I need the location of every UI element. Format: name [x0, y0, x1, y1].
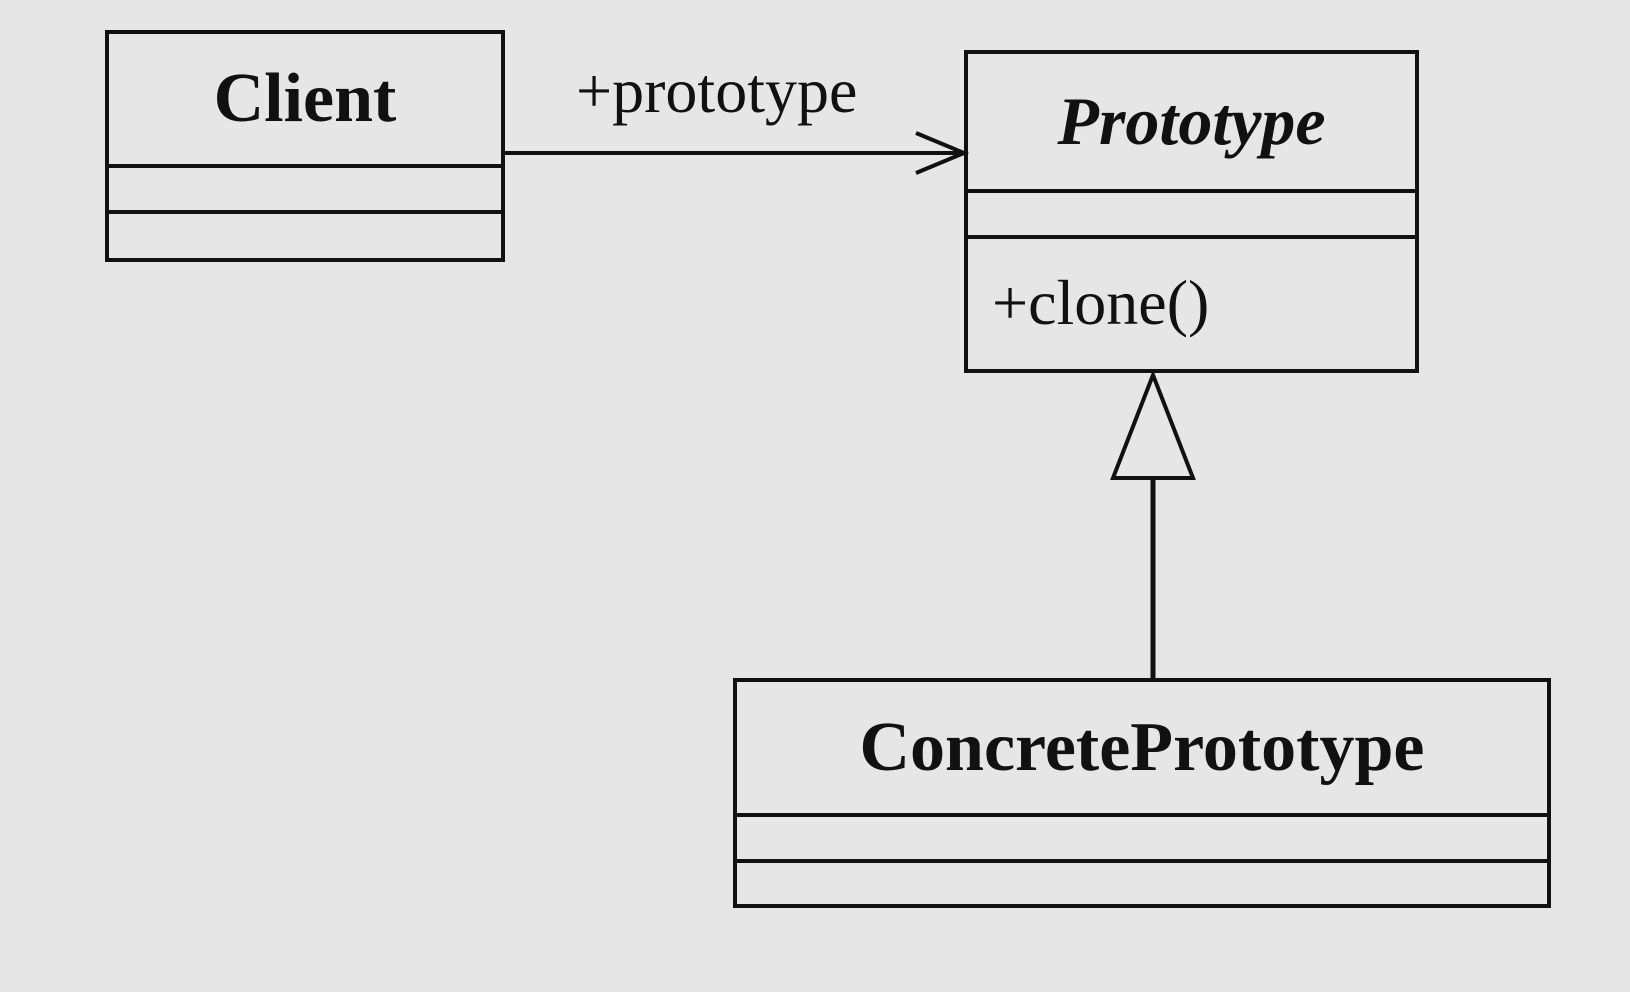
class-concrete-prototype: ConcretePrototype [733, 678, 1551, 908]
generalization-triangle [1110, 369, 1196, 480]
class-concrete-prototype-operations [737, 863, 1547, 904]
class-prototype: Prototype +clone() [964, 50, 1419, 373]
class-client-name-compartment: Client [109, 34, 501, 168]
association-label: +prototype [576, 55, 858, 126]
class-concrete-prototype-name: ConcretePrototype [859, 708, 1425, 786]
class-client-attributes [109, 168, 501, 214]
class-prototype-name-compartment: Prototype [968, 54, 1415, 193]
class-prototype-operation-clone: +clone() [992, 267, 1210, 338]
class-client: Client [105, 30, 505, 262]
class-concrete-prototype-name-compartment: ConcretePrototype [737, 682, 1547, 817]
class-concrete-prototype-attributes [737, 817, 1547, 863]
class-prototype-attributes [968, 193, 1415, 239]
class-client-operations [109, 214, 501, 258]
class-client-name: Client [213, 60, 397, 137]
class-prototype-operations: +clone() [968, 239, 1415, 369]
class-prototype-name: Prototype [1057, 83, 1326, 159]
